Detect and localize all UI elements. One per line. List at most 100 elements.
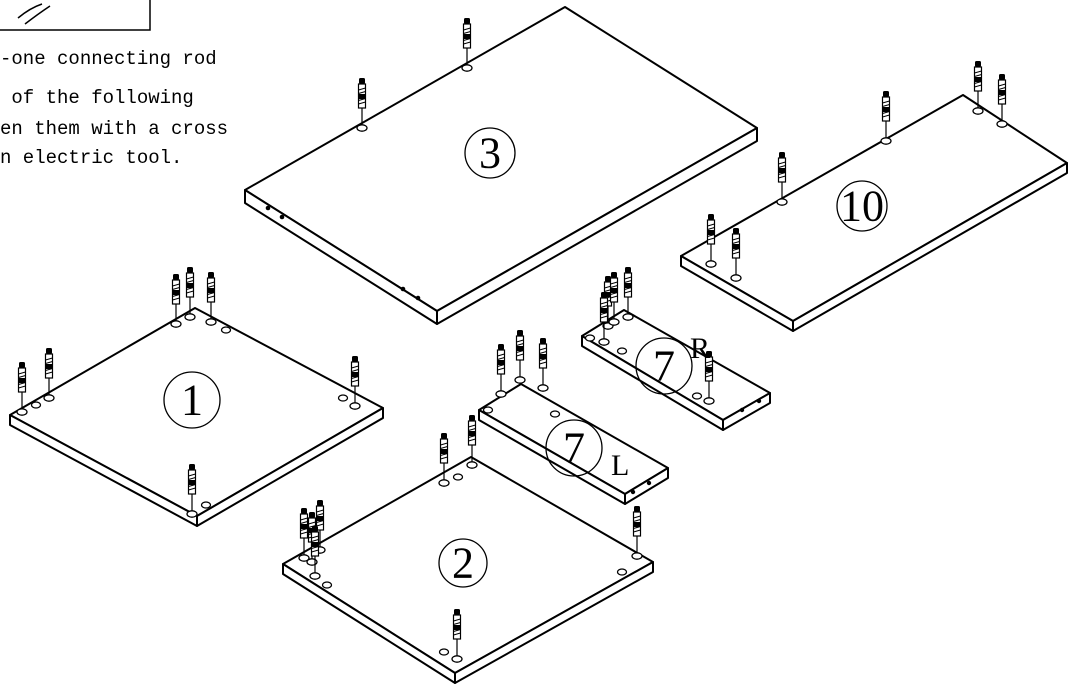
rod-thread xyxy=(316,509,324,513)
rod-head xyxy=(46,348,52,354)
panel-3-edge-hole xyxy=(400,286,406,292)
connecting-rod-icon xyxy=(598,292,610,346)
panel-3-edge-hole xyxy=(279,214,285,220)
rod-thread xyxy=(316,513,324,516)
rod-thread xyxy=(188,487,196,491)
rod-thread xyxy=(516,339,524,343)
rod-collar xyxy=(516,346,524,351)
instruction-line-1: -one connecting rod xyxy=(0,48,217,70)
rod-head xyxy=(352,356,358,362)
connecting-rod-icon xyxy=(631,506,643,560)
rod-head xyxy=(173,274,179,280)
rod-thread xyxy=(600,301,608,305)
rod-hole xyxy=(730,274,742,282)
rod-thread xyxy=(633,519,641,522)
rod-head xyxy=(464,18,470,24)
rod-thread xyxy=(624,276,632,280)
rod-head xyxy=(469,415,475,421)
rod-thread xyxy=(497,357,505,360)
rod-collar xyxy=(600,308,608,313)
rod-hole xyxy=(205,318,217,326)
rod-thread xyxy=(188,473,196,477)
rod-thread xyxy=(974,74,982,77)
panel-2: 2 xyxy=(282,415,654,684)
rod-thread xyxy=(45,361,53,364)
rod-hole xyxy=(170,320,182,328)
rod-thread xyxy=(497,367,505,371)
rod-collar xyxy=(463,34,471,39)
rod-hole xyxy=(996,120,1008,128)
dowel-hole xyxy=(482,406,494,414)
rod-collar xyxy=(186,283,194,288)
part-number-circle xyxy=(635,337,693,395)
connecting-rod-icon xyxy=(186,464,198,518)
rod-hole xyxy=(537,384,549,392)
dowel-hole xyxy=(321,581,333,589)
tool-illustration xyxy=(0,0,151,31)
cam-bolts xyxy=(298,415,643,663)
connecting-rod-icon xyxy=(608,272,620,326)
rod-thread xyxy=(610,281,618,285)
cam-bolts xyxy=(16,267,361,518)
rod-thread xyxy=(778,165,786,168)
part-number-7l: 7 xyxy=(563,424,585,473)
dowel-hole xyxy=(337,394,349,402)
dowel-hole xyxy=(30,401,42,409)
rod-collar xyxy=(974,77,982,82)
connecting-rod-icon xyxy=(466,415,478,469)
rod-thread xyxy=(316,523,324,527)
rod-thread xyxy=(463,31,471,34)
panel-2-side-edge xyxy=(454,561,654,684)
rod-thread xyxy=(778,161,786,165)
instruction-text: -one connecting rod of the following en … xyxy=(0,48,228,169)
rod-hole xyxy=(356,124,368,132)
rod-thread xyxy=(624,290,632,294)
rod-thread xyxy=(882,114,890,118)
rod-thread xyxy=(516,343,524,346)
connecting-rod-icon xyxy=(514,330,526,384)
rod-thread xyxy=(207,295,215,299)
connecting-rod-icon xyxy=(730,228,742,282)
rod-hole xyxy=(972,107,984,115)
cam-bolts xyxy=(495,330,549,398)
rod-thread xyxy=(358,91,366,94)
rod-hole xyxy=(16,408,28,416)
instruction-line-2: of the following xyxy=(0,87,194,109)
rod-thread xyxy=(18,385,26,389)
connecting-rod-icon xyxy=(461,18,473,72)
dowel-hole xyxy=(438,648,450,656)
rod-thread xyxy=(497,353,505,357)
rod-thread xyxy=(468,438,476,442)
dowel-hole xyxy=(200,501,212,509)
connecting-rod-icon xyxy=(43,348,55,402)
rod-head xyxy=(301,508,307,514)
rod-collar xyxy=(732,244,740,249)
panel-7l-side-edge xyxy=(624,467,669,505)
rod-thread xyxy=(440,442,448,446)
rod-head xyxy=(187,267,193,273)
rod-thread xyxy=(974,70,982,74)
rod-head xyxy=(540,338,546,344)
rod-thread xyxy=(311,535,319,539)
rod-hole xyxy=(186,510,198,518)
rod-head xyxy=(611,272,617,278)
rod-collar xyxy=(188,480,196,485)
rod-thread xyxy=(172,287,180,290)
rod-thread xyxy=(453,632,461,636)
rod-thread xyxy=(463,41,471,45)
panel-10-side-edge xyxy=(792,162,1068,332)
rod-thread xyxy=(172,283,180,287)
dowel-hole xyxy=(220,326,232,334)
rod-thread xyxy=(732,241,740,244)
connecting-rod-icon xyxy=(184,267,196,321)
connecting-rod-icon xyxy=(880,91,892,145)
dowel-hole xyxy=(549,410,561,418)
rod-head xyxy=(708,214,714,220)
rod-thread xyxy=(186,280,194,283)
rod-head xyxy=(999,74,1005,80)
rod-thread xyxy=(998,83,1006,87)
connecting-rod-icon xyxy=(776,152,788,206)
rod-thread xyxy=(45,357,53,361)
rod-hole xyxy=(703,397,715,405)
